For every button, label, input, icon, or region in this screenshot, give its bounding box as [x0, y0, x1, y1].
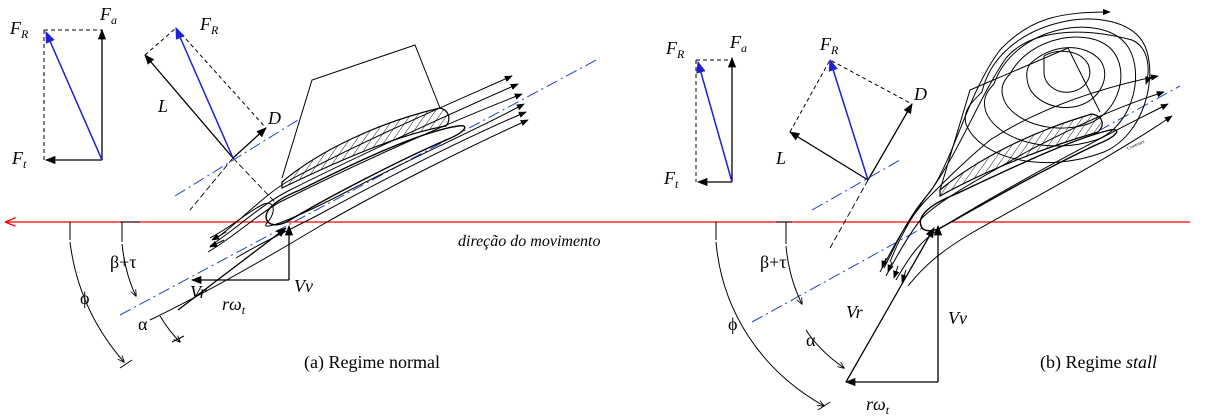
label-fa-stall: Fa: [729, 32, 747, 55]
separation-zone-normal: [281, 107, 450, 189]
label-fr-1: FR: [9, 18, 29, 41]
inflow-arrows-stall: [881, 257, 908, 283]
blade-planform-stall: [939, 47, 1101, 191]
vector-vr-normal: [177, 227, 287, 311]
airfoil-normal: [265, 125, 466, 226]
tiny-note-stall: Contours: [1127, 140, 1146, 152]
streamlines-stall: [879, 8, 1173, 287]
motion-direction-label: direção do movimento: [458, 233, 600, 250]
stall-vortex-contours: [964, 18, 1151, 164]
vector-drag-normal: [232, 127, 267, 159]
angle-arcs-stall: [715, 221, 844, 411]
label-vv-normal: Vv: [294, 276, 313, 296]
label-beta-tau-normal: β+τ: [110, 252, 137, 272]
vector-fr-stall: [696, 60, 733, 183]
label-lift: L: [157, 96, 168, 116]
label-phi-normal: ϕ: [80, 288, 89, 308]
label-alpha-normal: α: [138, 314, 148, 334]
lift-drag-diagram-normal: FR L D: [144, 14, 291, 219]
blade-planform-normal: [281, 44, 441, 179]
streamlines-normal: [149, 75, 529, 321]
chord-line-stall-upper: [811, 159, 901, 211]
chord-line-normal: [119, 57, 601, 316]
label-alpha-stall: α: [806, 330, 816, 350]
vector-vr-stall: [845, 227, 935, 383]
label-fr-1-stall: FR: [665, 38, 685, 61]
vector-fr-normal: [45, 30, 103, 161]
label-fa: Fa: [99, 4, 117, 27]
label-vv-stall: Vv: [948, 308, 967, 328]
vector-fr2-stall: [828, 58, 869, 181]
label-fr-2-stall: FR: [819, 34, 839, 57]
vector-fr2-normal: [175, 26, 234, 159]
force-rectangle-normal: FR Fa Ft: [9, 4, 117, 171]
panel-normal: FR Fa Ft FR L D: [9, 4, 601, 373]
velocity-triangle-stall: Vr Vv rωt: [844, 224, 967, 417]
label-lift-stall: L: [775, 148, 786, 168]
label-vr-normal: Vr: [190, 282, 208, 302]
panel-stall: FR Fa Ft FR L D: [663, 8, 1181, 417]
force-rectangle-stall: FR Fa Ft: [663, 32, 747, 191]
angle-arcs-normal: [69, 221, 185, 369]
label-romega-normal: rωt: [222, 294, 246, 317]
caption-stall: (b) Regime stall: [1040, 352, 1157, 373]
label-fr-2: FR: [199, 14, 219, 37]
vector-lift-normal: [144, 54, 234, 159]
label-drag: D: [267, 108, 281, 128]
label-ft-stall: Ft: [663, 168, 679, 191]
label-drag-stall: D: [913, 84, 927, 104]
label-phi-stall: ϕ: [728, 314, 737, 334]
chord-line-normal-upper: [174, 119, 299, 197]
label-romega-stall: rωt: [866, 394, 890, 417]
lift-drag-diagram-stall: FR L D: [775, 34, 927, 249]
vector-lift-stall: [789, 131, 869, 181]
inflow-arrows-normal: [209, 231, 227, 248]
velocity-triangle-normal: Vr Vv rωt: [177, 224, 313, 317]
label-beta-tau-stall: β+τ: [760, 252, 787, 272]
vector-drag-stall: [867, 103, 913, 181]
caption-normal: (a) Regime normal: [304, 352, 440, 373]
label-vr-stall: Vr: [846, 302, 864, 322]
label-ft: Ft: [11, 148, 27, 171]
